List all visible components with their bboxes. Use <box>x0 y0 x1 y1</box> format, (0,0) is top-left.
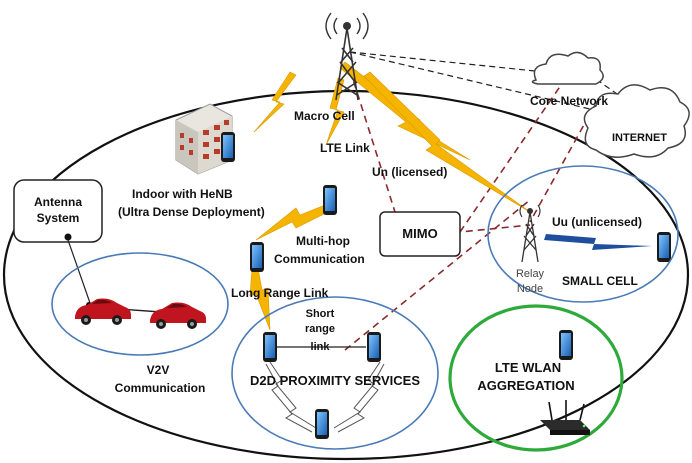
small-cell-label: SMALL CELL <box>562 274 638 288</box>
core-network-cloud <box>531 51 604 85</box>
d2d-label: D2D PROXIMITY SERVICES <box>250 373 420 388</box>
macro-cell-tower <box>325 12 369 101</box>
car-right-icon <box>150 302 206 329</box>
macro-cell-label: Macro Cell <box>294 109 355 123</box>
phone-d2d-bottom <box>315 409 329 439</box>
uu-unlicensed-label: Uu (unlicensed) <box>552 215 642 229</box>
v2v-label-line2: Communication <box>115 381 206 395</box>
phone-multi-hop <box>250 242 264 272</box>
lte-wlan-label-line1: LTE WLAN <box>495 360 561 375</box>
phone-small-cell <box>657 232 671 262</box>
uu-unlicensed-bolt <box>544 234 652 250</box>
phone-lte-link <box>323 185 337 215</box>
indoor-henb-label-line1: Indoor with HeNB <box>132 187 233 201</box>
relay-node-label-line1: Relay <box>516 268 545 280</box>
internet-label: INTERNET <box>612 132 667 144</box>
macro-coverage-ellipse <box>2 89 690 461</box>
phone-d2d-right <box>367 332 381 362</box>
core-network-label: Core Network <box>530 94 608 108</box>
un-licensed-label: Un (licensed) <box>372 165 447 179</box>
wifi-router-icon <box>540 400 590 435</box>
mimo-box <box>379 211 461 257</box>
antenna-system-label-line2: System <box>37 211 80 225</box>
relay-node-tower <box>519 204 541 263</box>
car-left-icon <box>75 298 131 325</box>
antenna-system-box <box>13 179 103 243</box>
v2v-label-line1: V2V <box>147 363 170 377</box>
short-range-label-line3: link <box>311 341 331 353</box>
mimo-label: MIMO <box>402 226 437 241</box>
phone-indoor <box>221 132 235 162</box>
antenna-connector <box>64 233 72 241</box>
phone-d2d-left <box>263 332 277 362</box>
short-range-label-line1: Short <box>306 308 335 320</box>
long-range-link-label: Long Range Link <box>231 286 329 300</box>
short-range-label-line2: range <box>305 323 335 335</box>
internet-cloud <box>583 84 690 158</box>
v2v-ellipse <box>51 252 229 356</box>
lte-link-label: LTE Link <box>320 141 370 155</box>
lte-wlan-ellipse <box>448 304 624 452</box>
multi-hop-label-line2: Communication <box>274 252 365 266</box>
indoor-henb-label-line2: (Ultra Dense Deployment) <box>118 205 265 219</box>
small-cell-ellipse <box>487 165 679 303</box>
relay-node-label-line2: Node <box>517 283 543 295</box>
antenna-system-label-line1: Antenna <box>34 195 82 209</box>
d2d-ellipse <box>231 296 439 450</box>
multi-hop-label-line1: Multi-hop <box>296 234 350 248</box>
lte-wlan-label-line2: AGGREGATION <box>477 378 574 393</box>
d2d-zigzag-links <box>265 361 385 433</box>
phone-wlan <box>559 330 573 360</box>
